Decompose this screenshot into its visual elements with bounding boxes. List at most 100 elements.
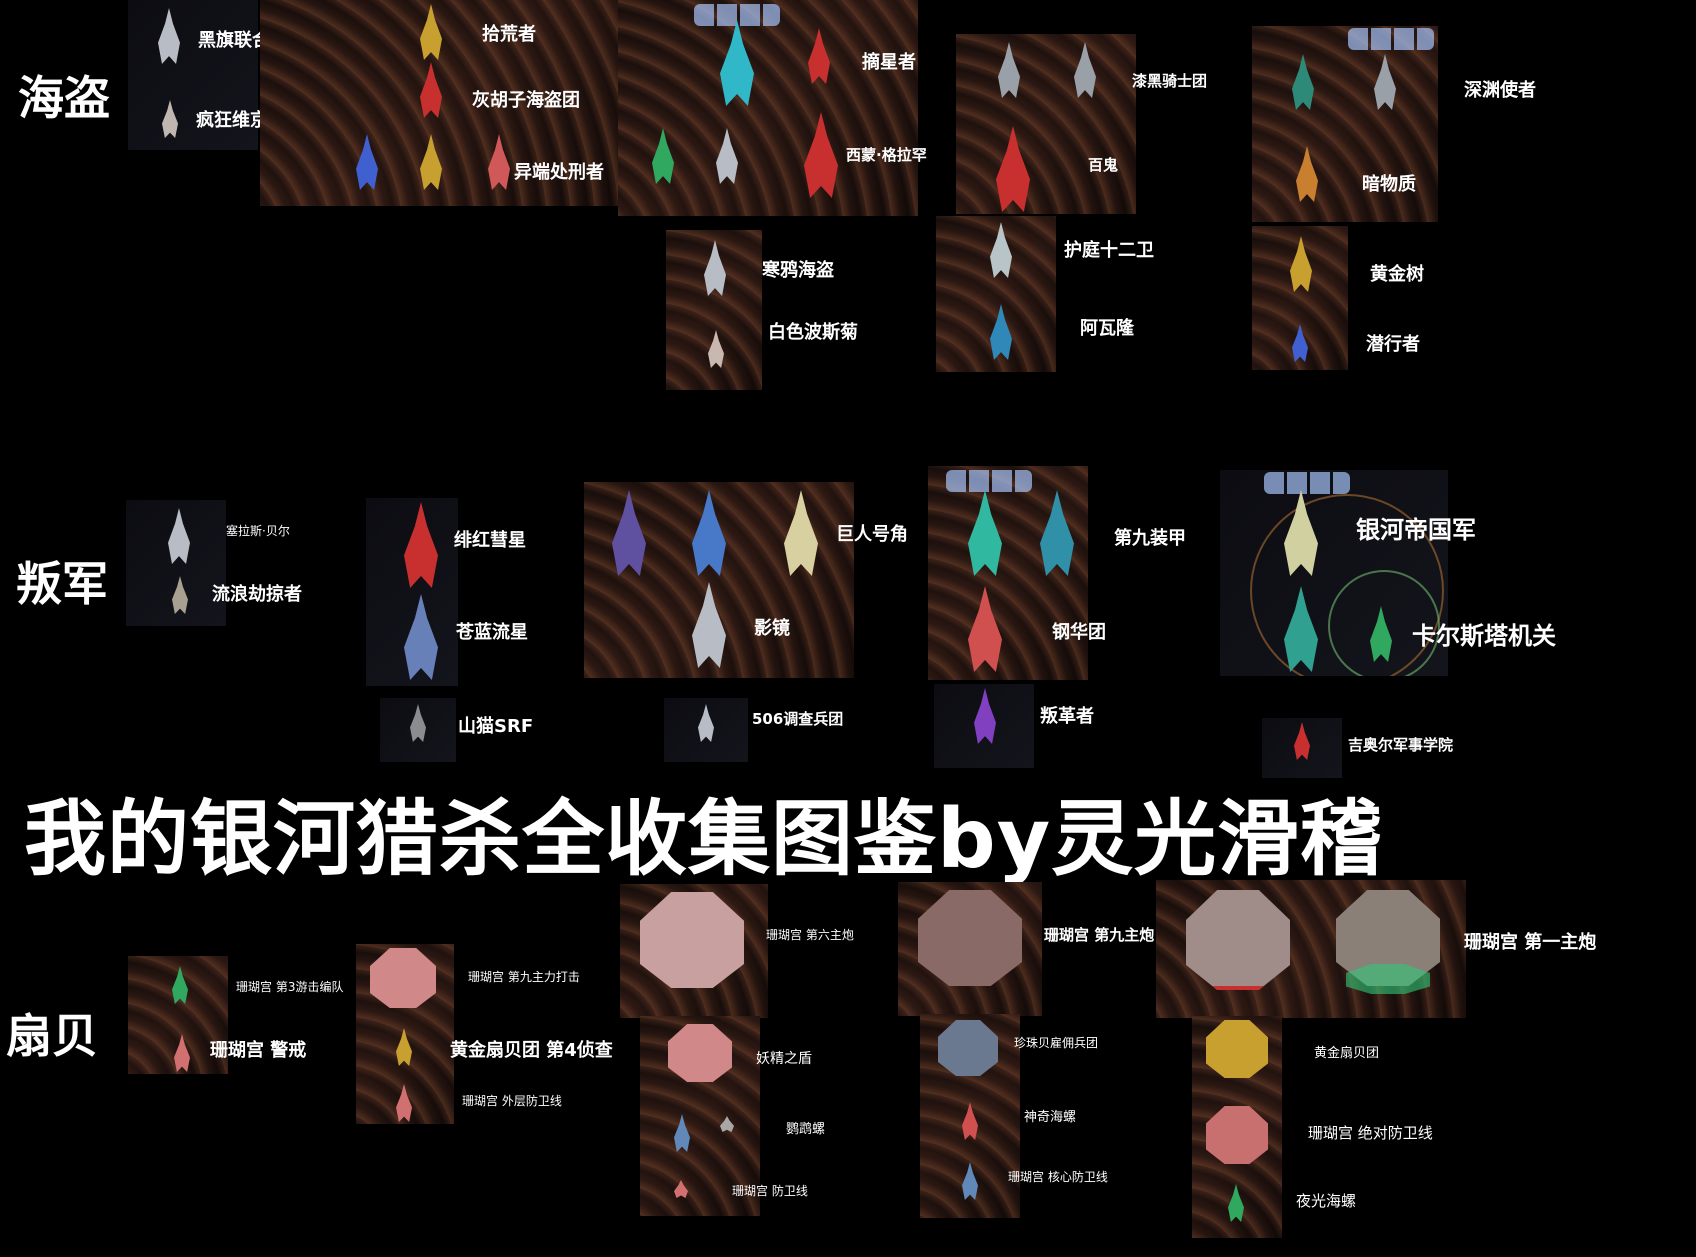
faction-label: 黄金树 xyxy=(1370,264,1424,285)
section-title-rebels: 叛军 xyxy=(16,557,108,611)
ship-icon xyxy=(162,100,178,138)
faction-label: 珊瑚宫 核心防卫线 xyxy=(1008,1170,1108,1184)
main-title: 我的银河猎杀全收集图鉴by灵光滑稽 xyxy=(24,792,1384,887)
faction-label: 摘星者 xyxy=(862,52,916,73)
ship-icon xyxy=(674,1114,690,1152)
ship-icon xyxy=(420,134,442,190)
ship-icon xyxy=(356,134,378,190)
faction-label: 钢华团 xyxy=(1052,622,1106,643)
section-title-pirates: 海盗 xyxy=(18,71,110,125)
panel-zhupao6 xyxy=(620,884,768,1018)
ship-icon xyxy=(1374,54,1396,110)
ship-icon xyxy=(1292,54,1314,110)
ship-icon xyxy=(968,490,1002,576)
ship-icon xyxy=(404,502,438,588)
ship-icon xyxy=(968,586,1002,672)
panel-huangjinshu xyxy=(1252,226,1348,370)
orbit-ring xyxy=(1328,570,1440,676)
ship-icon xyxy=(1228,1184,1244,1222)
faction-label: 吉奥尔军事学院 xyxy=(1348,736,1454,754)
base-icon xyxy=(918,890,1022,986)
faction-label: 巨人号角 xyxy=(836,524,908,545)
ship-icon xyxy=(962,1102,978,1140)
ship-icon xyxy=(488,134,510,190)
faction-label: 叛革者 xyxy=(1040,706,1094,727)
faction-label: 山猫SRF xyxy=(458,716,534,737)
hex-badge-icon xyxy=(694,4,780,26)
faction-label: 寒鸦海盗 xyxy=(762,260,834,281)
panel-dijiu xyxy=(928,466,1088,680)
orbit-ring xyxy=(1250,494,1444,676)
ship-icon xyxy=(704,240,726,296)
faction-label: 百鬼 xyxy=(1088,156,1119,174)
base-icon xyxy=(1186,890,1290,990)
panel-qihei xyxy=(956,34,1136,214)
ship-icon xyxy=(720,1116,734,1132)
faction-label: 珍珠贝雇佣兵团 xyxy=(1014,1036,1099,1050)
ship-icon xyxy=(692,582,726,668)
faction-label: 珊瑚宫 第九主力打击 xyxy=(468,970,580,984)
ship-icon xyxy=(172,966,188,1004)
faction-label: 第九装甲 xyxy=(1114,528,1186,549)
base-icon xyxy=(1346,964,1430,994)
base-icon xyxy=(1206,1020,1268,1078)
ship-icon xyxy=(172,576,188,614)
faction-label: 银河帝国军 xyxy=(1356,516,1476,544)
ship-icon xyxy=(990,222,1012,278)
panel-juren xyxy=(584,482,854,678)
faction-label: 珊瑚宫 第六主炮 xyxy=(766,928,854,942)
faction-label: 阿瓦隆 xyxy=(1080,318,1134,339)
ship-icon xyxy=(404,594,438,680)
ship-icon xyxy=(1294,722,1310,760)
faction-label: 塞拉斯·贝尔 xyxy=(226,524,290,538)
ship-icon xyxy=(784,490,818,576)
base-icon xyxy=(370,948,436,1008)
panel-diaocha xyxy=(664,698,748,762)
ship-icon xyxy=(1296,146,1318,202)
faction-label: 灰胡子海盗团 xyxy=(472,90,580,111)
faction-label: 鹦鹉螺 xyxy=(786,1122,826,1137)
ship-icon xyxy=(804,112,838,198)
ship-icon xyxy=(990,304,1012,360)
panel-heiqi xyxy=(128,0,258,150)
panel-hanya xyxy=(666,230,762,390)
faction-label: 夜光海螺 xyxy=(1296,1192,1357,1210)
panel-shenyuan xyxy=(1252,26,1438,222)
faction-label: 黄金扇贝团 第4侦查 xyxy=(450,1040,613,1061)
faction-label: 珊瑚宫 第3游击编队 xyxy=(236,980,344,994)
base-icon xyxy=(938,1020,998,1076)
panel-huting xyxy=(936,216,1056,372)
hex-badge-icon xyxy=(1348,28,1434,50)
faction-label: 妖精之盾 xyxy=(756,1051,812,1067)
faction-label: 影镜 xyxy=(754,618,790,639)
ship-icon xyxy=(996,126,1030,212)
base-icon xyxy=(668,1024,732,1082)
base-icon xyxy=(1206,1106,1268,1164)
panel-zhaixing xyxy=(618,0,918,216)
faction-label: 苍蓝流星 xyxy=(456,622,528,643)
panel-sailasi xyxy=(126,500,226,626)
faction-label: 珊瑚宫 绝对防卫线 xyxy=(1308,1124,1433,1142)
hex-badge-icon xyxy=(946,470,1032,492)
faction-label: 珊瑚宫 警戒 xyxy=(210,1040,307,1061)
faction-label: 卡尔斯塔机关 xyxy=(1412,622,1556,650)
faction-label: 506调查兵团 xyxy=(752,710,844,728)
faction-label: 黑旗联合 xyxy=(198,30,270,51)
panel-zhenzhu xyxy=(920,1014,1020,1218)
panel-shihuang xyxy=(260,0,618,206)
ship-icon xyxy=(1292,324,1308,362)
panel-yinhe xyxy=(1220,470,1448,676)
ship-icon xyxy=(962,1162,978,1200)
ship-icon xyxy=(708,330,724,368)
panel-jiaoer xyxy=(1262,718,1342,778)
ship-icon xyxy=(974,688,996,744)
faction-label: 异端处刑者 xyxy=(514,162,604,183)
faction-label: 白色波斯菊 xyxy=(768,322,858,343)
faction-label: 绯红彗星 xyxy=(454,530,526,551)
faction-label: 潜行者 xyxy=(1366,334,1420,355)
ship-icon xyxy=(1040,490,1074,576)
ship-icon xyxy=(698,704,714,742)
ship-icon xyxy=(1290,236,1312,292)
panel-zhuli9 xyxy=(356,944,454,1124)
faction-label: 护庭十二卫 xyxy=(1064,240,1154,261)
